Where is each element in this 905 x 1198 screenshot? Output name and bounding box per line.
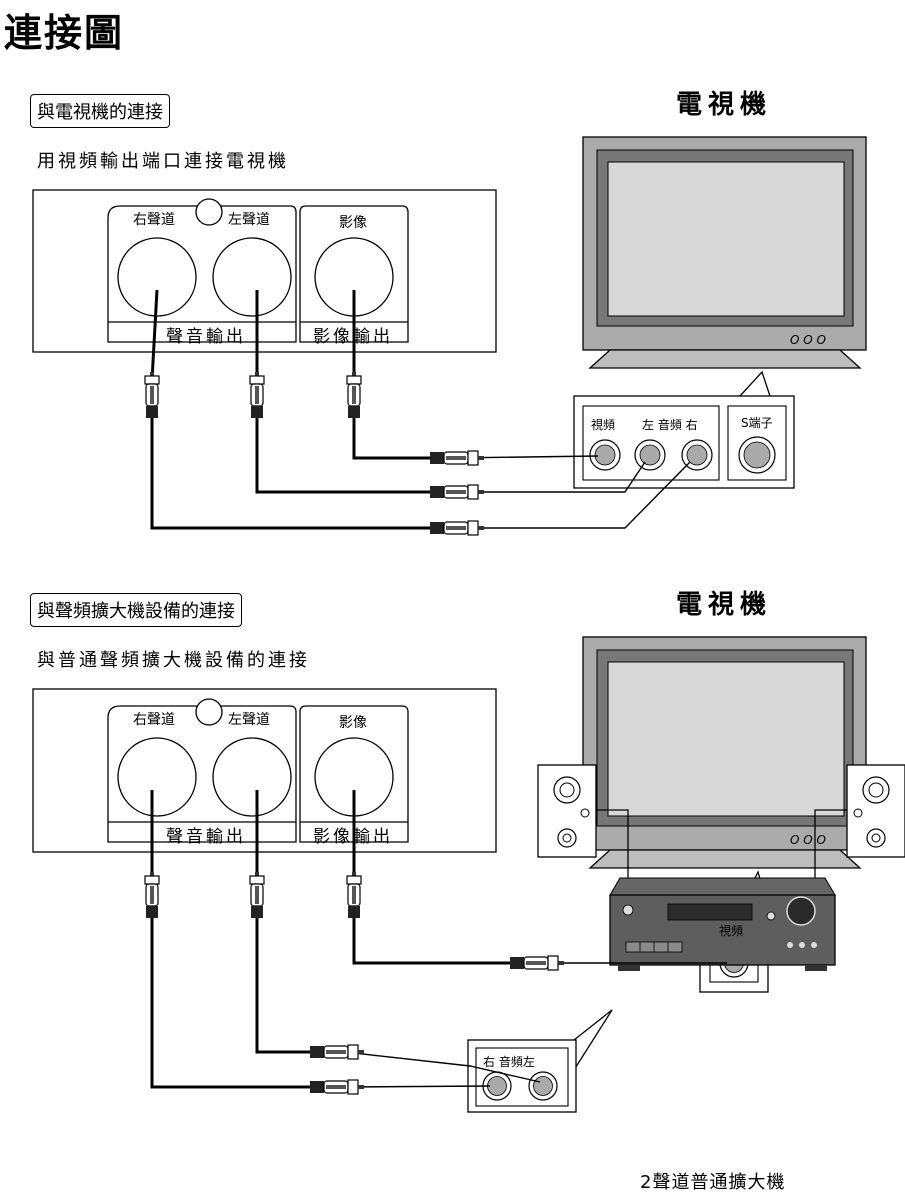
left-channel-jack [212, 237, 292, 317]
tv-1-audio-input-label: 左 音頻 右 [642, 418, 698, 432]
indicator-circle [195, 698, 223, 726]
right-channel-jack [117, 737, 197, 817]
speaker-right [846, 764, 905, 858]
tv-1-input-panel [573, 370, 795, 489]
player-panel-2 [32, 688, 497, 853]
cables-2 [150, 790, 727, 1089]
amp-audio-input-label: 右 音頻左 [483, 1055, 535, 1069]
cables-1 [150, 289, 691, 530]
indicator-circle [195, 198, 223, 226]
amp-input-panel [467, 1009, 613, 1113]
audio-output-label: 聲音輸出 [166, 327, 246, 347]
amplifier-label: 2聲道普通擴大機 [640, 1172, 786, 1193]
right-channel-label: 右聲道 [133, 212, 175, 228]
tv-2-video-input-label: 視頻 [719, 924, 744, 938]
left-channel-jack [212, 737, 292, 817]
page-title: 連接圖 [4, 11, 125, 55]
right-channel-label: 右聲道 [133, 712, 175, 728]
audio-output-label: 聲音輸出 [166, 827, 246, 847]
tv-1-heading: 電視機 [676, 90, 773, 120]
svg-text:O O O: O O O [790, 833, 826, 847]
video-label: 影像 [339, 215, 367, 231]
left-channel-label: 左聲道 [228, 712, 270, 728]
video-output-label: 影像輸出 [313, 327, 393, 347]
speaker-left [537, 764, 597, 858]
section-1-subtitle: 用視頻輸出端口連接電視機 [37, 151, 289, 172]
amplifier [609, 877, 836, 971]
svg-text:O O O: O O O [790, 333, 826, 347]
section-1-tag: 與電視機的連接 [30, 94, 170, 128]
tv-1-s-terminal-label: S端子 [741, 416, 773, 430]
player-panel [32, 189, 497, 353]
tv-2: O O O [582, 636, 867, 869]
speaker-wires [596, 809, 847, 895]
tv-1-video-input-label: 視頻 [591, 418, 616, 432]
video-output-label: 影像輸出 [313, 827, 393, 847]
tv-2-heading: 電視機 [676, 590, 773, 620]
section-2-subtitle: 與普通聲頻擴大機設備的連接 [37, 650, 310, 671]
plugs-1 [144, 371, 485, 536]
video-label: 影像 [339, 715, 367, 731]
section-2-tag: 與聲頻擴大機設備的連接 [30, 593, 242, 627]
tv-1: O O O [582, 136, 867, 369]
left-channel-label: 左聲道 [228, 212, 270, 228]
